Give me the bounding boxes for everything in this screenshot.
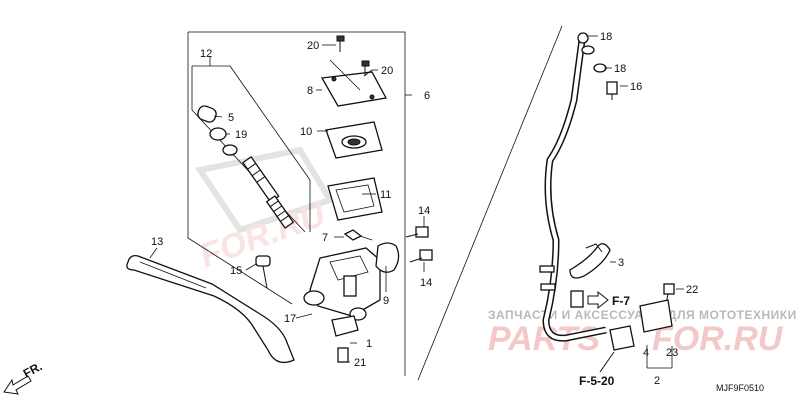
arrow-down-left-icon (3, 375, 32, 395)
reservoir-cap-part (320, 71, 388, 107)
callout-3: 3 (618, 257, 624, 269)
front-direction-indicator: FR. (3, 359, 45, 395)
ref-f7: F-7 (587, 290, 630, 310)
callout-23: 23 (666, 347, 678, 359)
piston-assembly (197, 105, 295, 229)
master-cylinder-group-bracket (187, 31, 412, 376)
hose-stay-part (639, 299, 673, 333)
spring-part (265, 195, 295, 229)
callout-13: 13 (151, 236, 163, 248)
callout-6: 6 (424, 90, 430, 102)
callout-14-upper: 14 (418, 205, 430, 217)
boot-part (197, 105, 217, 123)
arrow-right-icon (587, 290, 609, 310)
leader-lines (149, 35, 684, 369)
callout-5: 5 (228, 112, 234, 124)
hose-clamp-part (569, 243, 611, 279)
bolts (255, 35, 675, 305)
callout-20-top: 20 (307, 40, 319, 52)
ref-f520-label: F-5-20 (579, 374, 615, 388)
callout-19: 19 (235, 129, 247, 141)
callout-18-upper: 18 (600, 31, 612, 43)
watermark-logo-shape (195, 146, 335, 234)
reservoir-stack (320, 59, 388, 221)
callouts: 5 19 12 20 20 8 6 10 11 7 9 14 14 13 15 … (151, 31, 698, 387)
callout-15: 15 (230, 265, 242, 277)
callout-9: 9 (383, 295, 389, 307)
callout-17: 17 (284, 313, 296, 325)
callout-10: 10 (300, 126, 312, 138)
brake-lever (126, 254, 295, 364)
callout-22: 22 (686, 284, 698, 296)
callout-14-lower: 14 (420, 277, 432, 289)
hose-fitting-part (609, 325, 635, 351)
brake-hose (539, 32, 673, 351)
ref-f7-label: F-7 (612, 294, 630, 308)
ref-f520: F-5-20 (579, 351, 615, 388)
bolt-20-top (336, 35, 345, 52)
callout-20-right: 20 (381, 65, 393, 77)
callout-12: 12 (200, 48, 212, 60)
washer-part-upper (581, 45, 595, 55)
callout-21: 21 (354, 357, 366, 369)
circlip-part (209, 127, 227, 141)
clip-part (343, 229, 363, 241)
bolt-14-upper (405, 226, 429, 238)
bolt-15 (255, 255, 271, 289)
piston-part (242, 155, 280, 203)
washer-part (222, 144, 238, 156)
callout-2: 2 (654, 375, 660, 387)
bolt-14-lower (409, 249, 433, 263)
master-cylinder-body (303, 229, 400, 363)
bolt-20-right (361, 60, 370, 76)
front-direction-label: FR. (21, 359, 45, 380)
screw-part (337, 347, 349, 363)
callout-18-lower: 18 (614, 63, 626, 75)
watermark: FOR.RU ЗАПЧАСТИ И АКСЕССУАРЫ ДЛЯ МОТОТЕХ… (195, 146, 796, 358)
callout-11: 11 (380, 189, 391, 201)
callout-4: 4 (643, 347, 649, 359)
holder-part (375, 242, 400, 273)
callout-1: 1 (366, 338, 372, 350)
watermark-brand-right: FOR.RU (652, 320, 784, 358)
banjo-part (577, 32, 589, 44)
callout-8: 8 (307, 85, 313, 97)
section-divider (417, 25, 563, 381)
diagram-code: MJF9F0510 (716, 383, 764, 393)
switch-part (331, 315, 359, 337)
bolt-16 (606, 81, 618, 100)
diaphragm-part (327, 177, 383, 221)
callout-16: 16 (630, 81, 642, 93)
callout-7: 7 (322, 232, 328, 244)
